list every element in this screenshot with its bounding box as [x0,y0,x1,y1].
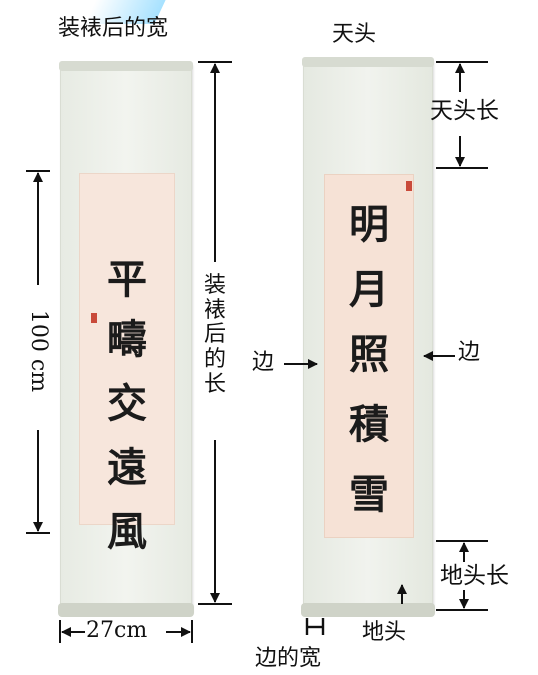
label-bian-width: 边的宽 [255,646,322,671]
right-scroll-top-rod [302,57,434,67]
label-ditou: 地头 [362,620,407,645]
right-scroll-paper: 明 月 照 積 雪 [324,174,414,538]
left-char-1: 平 [107,256,147,303]
right-seal [406,181,412,191]
label-tiantou: 天头 [332,22,377,47]
left-scroll-bottom-rod [58,603,194,617]
left-char-3: 交 [107,380,147,427]
right-char-5: 雪 [349,471,389,518]
left-scroll-paper: 平 疇 交 遠 風 [79,173,175,552]
label-tiantou-length: 天头长 [430,98,499,124]
left-char-2: 疇 [107,316,147,363]
label-ditou-length: 地头长 [440,563,509,589]
label-bian-right: 边 [458,340,481,365]
left-char-4: 遠 [107,444,147,491]
right-char-3: 照 [349,331,389,378]
right-scroll: 明 月 照 積 雪 [301,57,435,617]
label-bian-left: 边 [252,350,275,375]
right-char-4: 積 [349,401,389,448]
right-char-1: 明 [349,201,389,248]
right-scroll-bottom-rod [301,603,435,617]
label-mounted-width: 装裱后的宽 [58,16,169,41]
left-char-5: 風 [107,508,147,555]
left-scroll-top-rod [59,61,193,71]
label-100cm: 100 cm [26,309,51,393]
label-mounted-length-vertical: 装裱后的长 [203,273,226,397]
right-char-2: 月 [349,266,389,313]
left-seal [91,313,97,323]
label-27cm: 27cm [86,618,148,643]
left-scroll: 平 疇 交 遠 風 [58,61,194,617]
